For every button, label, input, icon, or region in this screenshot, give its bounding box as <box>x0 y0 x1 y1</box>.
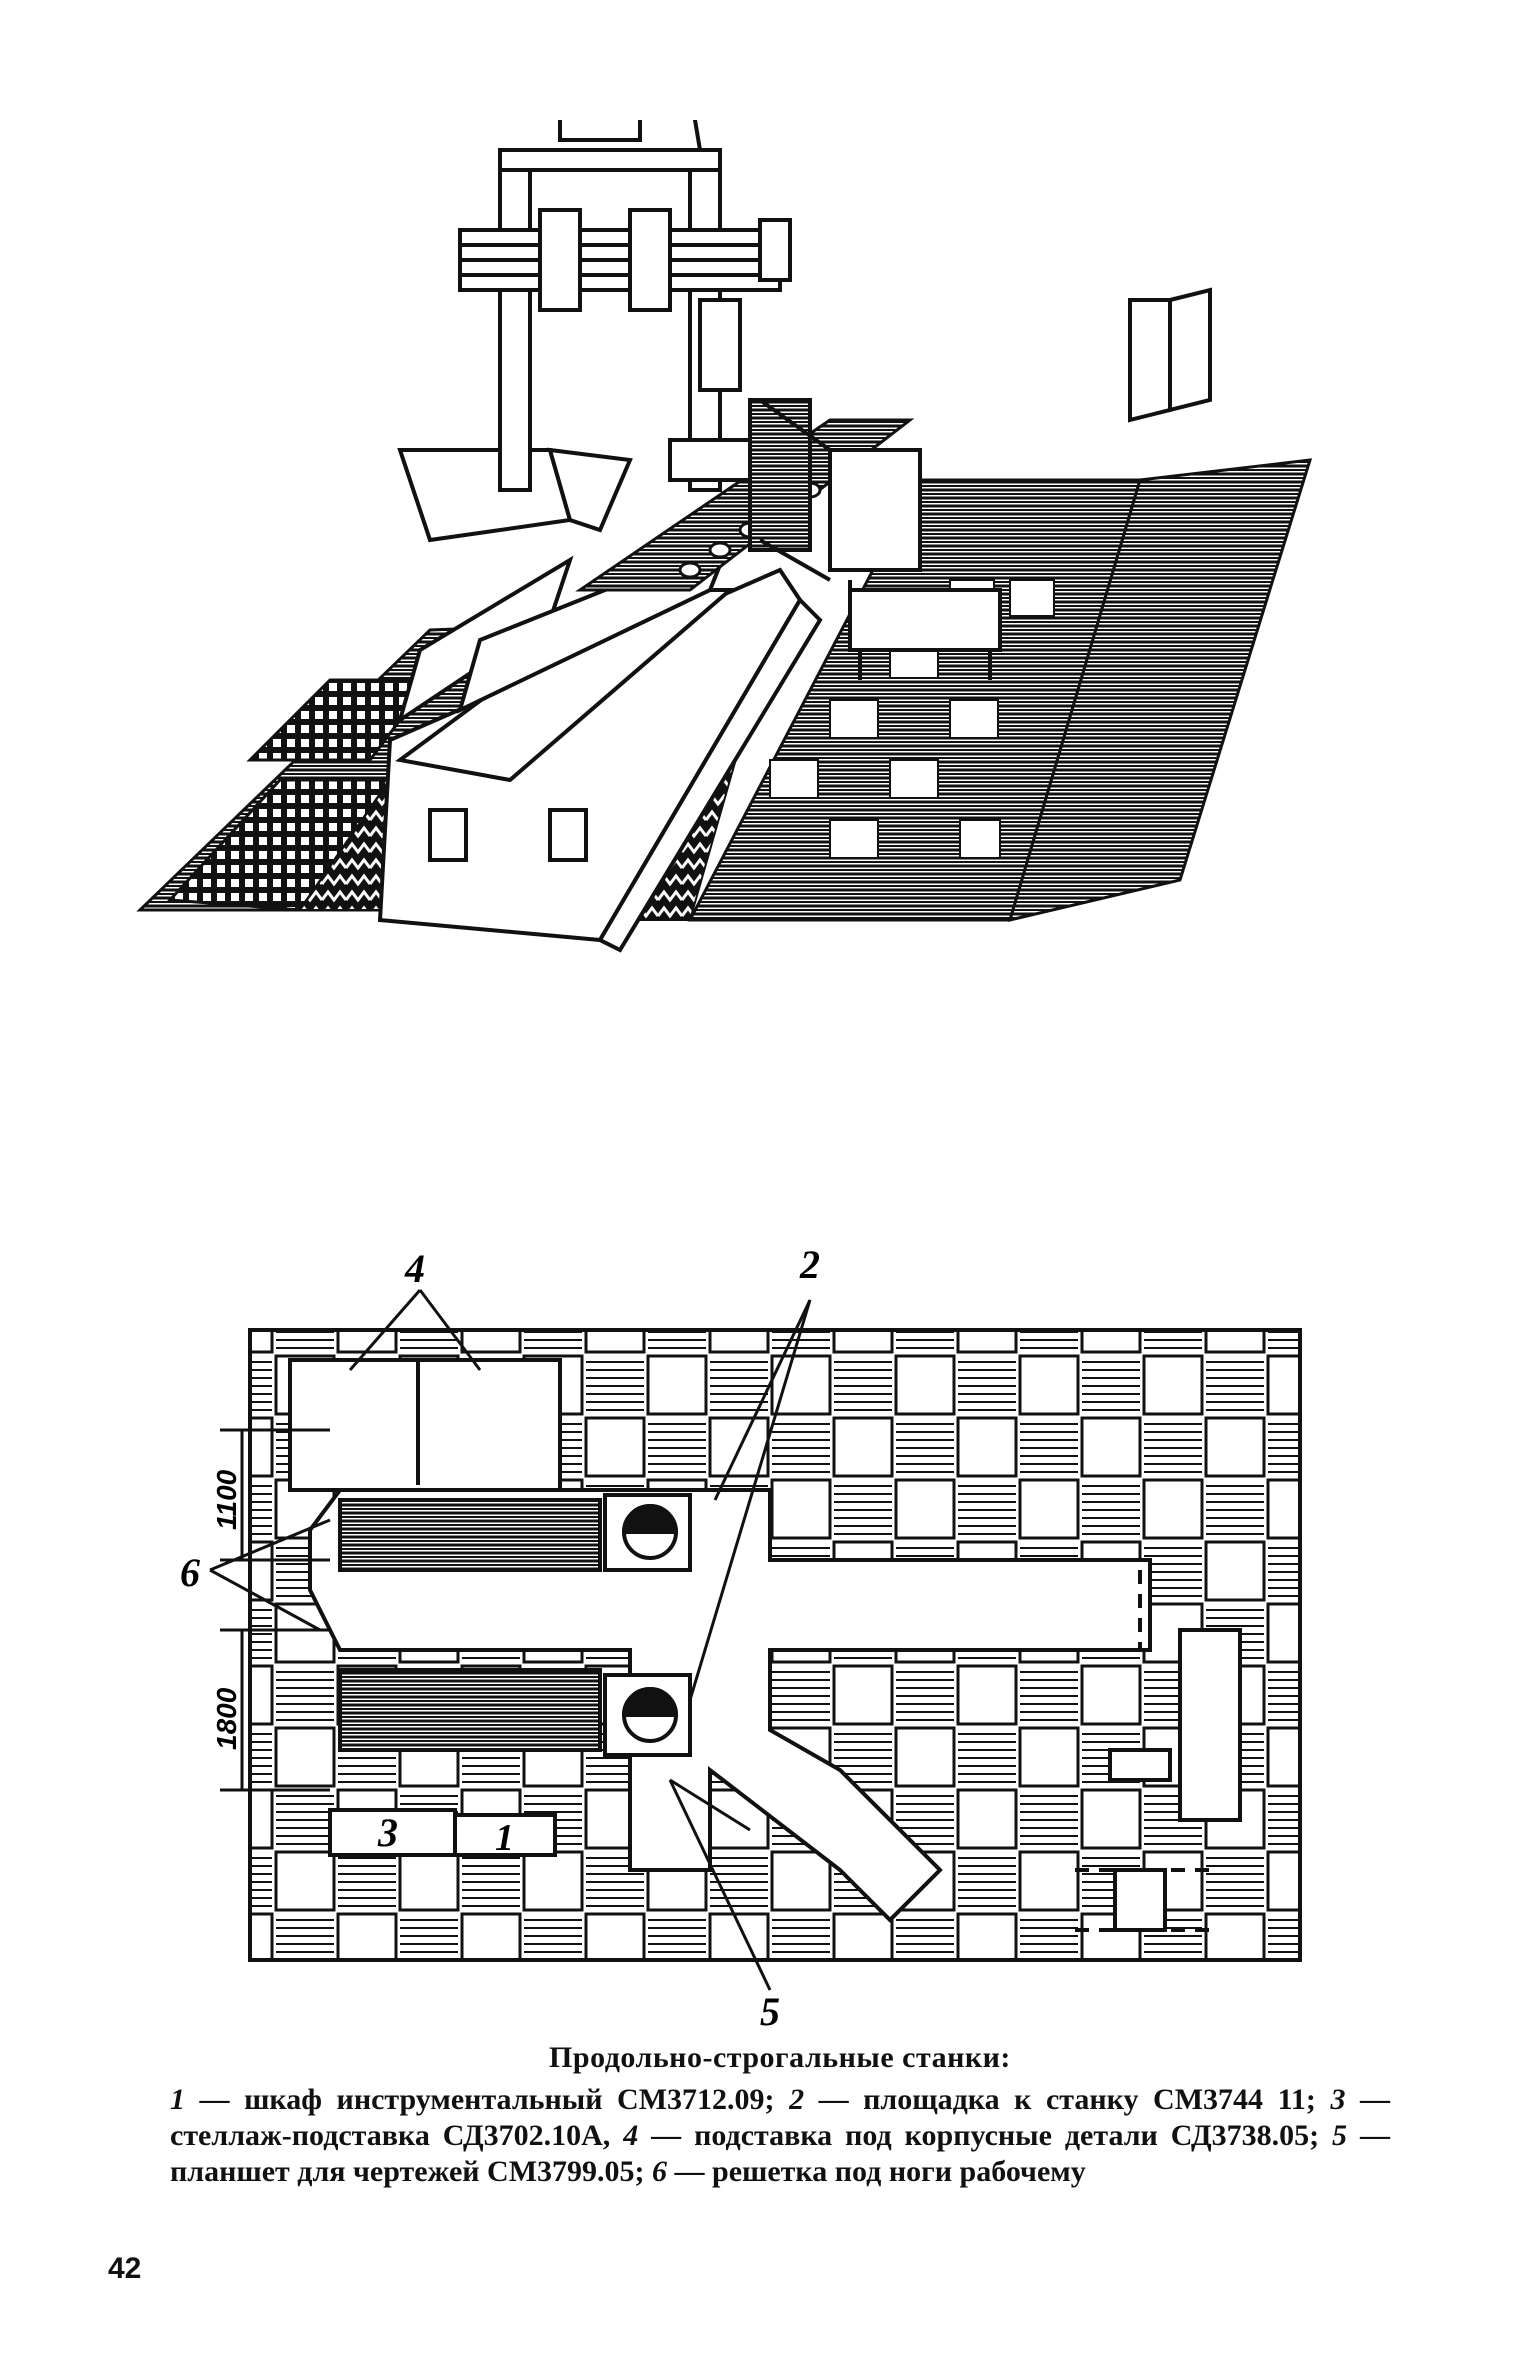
figure-caption: Продольно-строгальные станки: 1 — шкаф и… <box>170 2040 1390 2190</box>
plan-label-5: 5 <box>760 1989 780 2030</box>
caption-item-3: 3 — стеллаж-подставка СД3702.10А, <box>170 2083 1391 2152</box>
foot-grating-top <box>338 1498 602 1572</box>
caption-item-4: 4 — подставка под корпусные детали СД373… <box>623 2119 1333 2152</box>
plan-label-3: 3 <box>377 1810 398 1855</box>
drawing-board-stand <box>1128 287 1212 423</box>
plan-label-2: 2 <box>799 1242 820 1287</box>
caption-item-5: 5 — планшет для чертежей СМ3799.05; <box>170 2119 1390 2188</box>
foot-grating-bottom <box>338 1668 602 1752</box>
caption-item-6: 6 — решетка под ноги рабочему <box>652 2155 1086 2188</box>
rack-and-tool-cabinet <box>328 1808 557 1857</box>
dimension-lines <box>220 1428 330 1792</box>
isometric-machine-drawing <box>136 120 1313 953</box>
page-number: 42 <box>108 2252 142 2285</box>
workplace-plan-drawing: 4 2 6 3 1 5 1100 1800 <box>180 1242 1302 2030</box>
plan-label-6: 6 <box>180 1550 200 1595</box>
right-side-equipment <box>1075 1570 1242 1932</box>
machine-outline <box>288 1358 1152 1923</box>
dimension-1800: 1800 <box>211 1687 242 1750</box>
platform-top <box>603 1493 692 1572</box>
machine-bed <box>377 418 915 953</box>
caption-title: Продольно-строгальные станки: <box>549 2041 1011 2074</box>
plan-label-1: 1 <box>495 1817 514 1859</box>
caption-item-2: 2 — площадка к станку СМ3744 11; <box>789 2083 1331 2116</box>
dimension-1100: 1100 <box>211 1469 242 1530</box>
caption-body: 1 — шкаф инструментальный СМ3712.09; 2 —… <box>170 2082 1390 2190</box>
leader-lines <box>209 1289 812 1991</box>
caption-item-1: 1 — шкаф инструментальный СМ3712.09; <box>170 2083 790 2116</box>
operator-platform <box>748 398 1002 680</box>
portal-frame <box>458 120 792 492</box>
plan-label-4: 4 <box>404 1246 425 1291</box>
platform-bottom <box>603 1673 692 1757</box>
